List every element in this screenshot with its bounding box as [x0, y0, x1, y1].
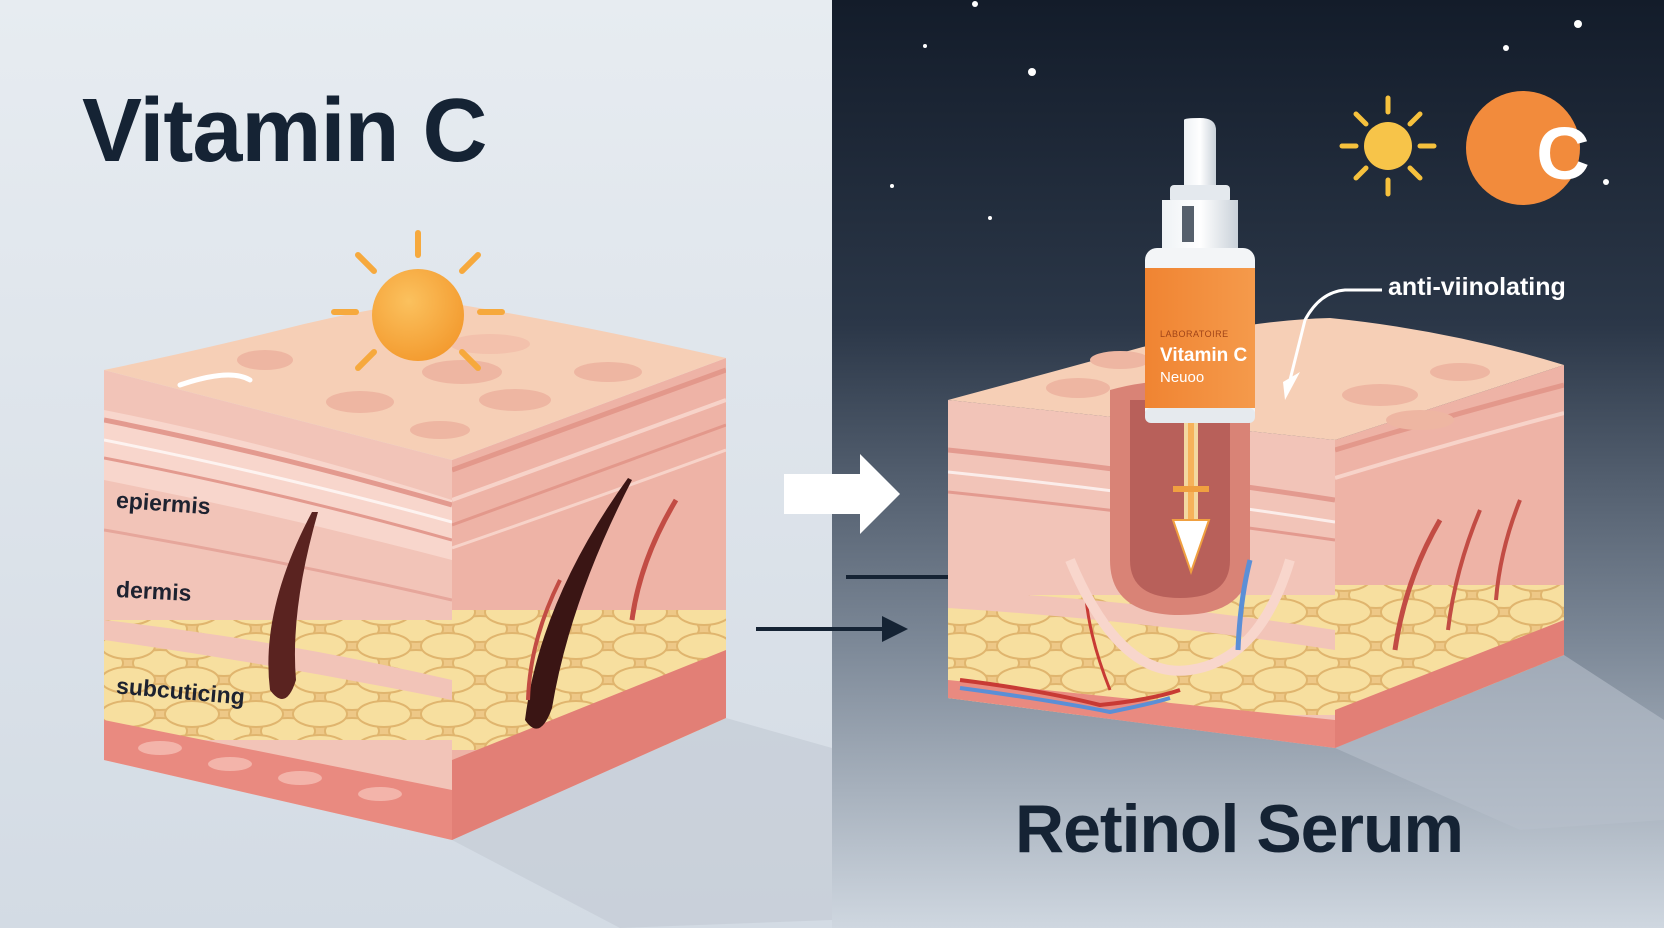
vitamin-c-badge-icon: [1466, 91, 1580, 205]
sun-icon: [331, 230, 505, 371]
bottle-product-name: Vitamin C: [1160, 345, 1248, 366]
left-skin-block: [104, 300, 726, 840]
bottle-brand-label: LABORATOIRE: [1160, 329, 1229, 339]
vitamin-c-badge-letter: C: [1536, 112, 1590, 195]
left-block-shadow: [452, 718, 832, 928]
dropper-bottle-icon: [1145, 118, 1255, 576]
arrow-right-icon: [756, 616, 908, 642]
title-retinol-serum: Retinol Serum: [1015, 791, 1464, 867]
sun-icon: [1339, 95, 1437, 197]
arrow-right-icon: [784, 454, 900, 534]
hair-follicle-icon: [268, 512, 318, 699]
right-block-shadow: [1335, 655, 1664, 830]
annotation-label: anti-viinolating: [1388, 273, 1566, 301]
star-icon: [890, 1, 1609, 220]
hair-follicle-icon: [525, 478, 632, 729]
bottle-subtitle: Neuoo: [1160, 369, 1205, 386]
title-vitamin-c: Vitamin C: [82, 81, 487, 181]
label-dermis: dermis: [115, 576, 193, 606]
